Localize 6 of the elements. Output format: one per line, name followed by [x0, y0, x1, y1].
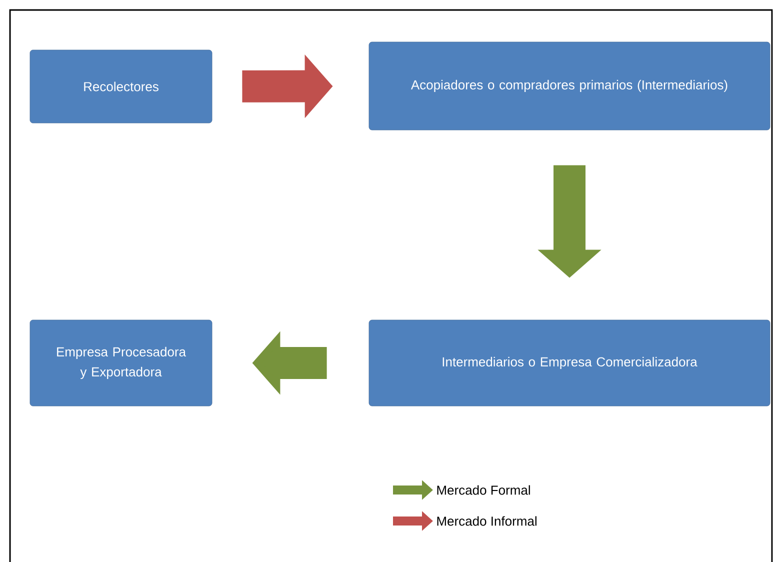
process-box: Acopiadores o compradores primarios (Intermediarios) [368, 42, 770, 130]
legend-label: Mercado Informal [437, 516, 536, 526]
process-box: Recolectores [30, 50, 212, 124]
legend-label: Mercado Formal [437, 485, 530, 495]
process-box: Intermediarios o Empresa Comercializadora [368, 320, 770, 406]
process-box: Empresa Procesadora y Exportadora [30, 320, 212, 406]
